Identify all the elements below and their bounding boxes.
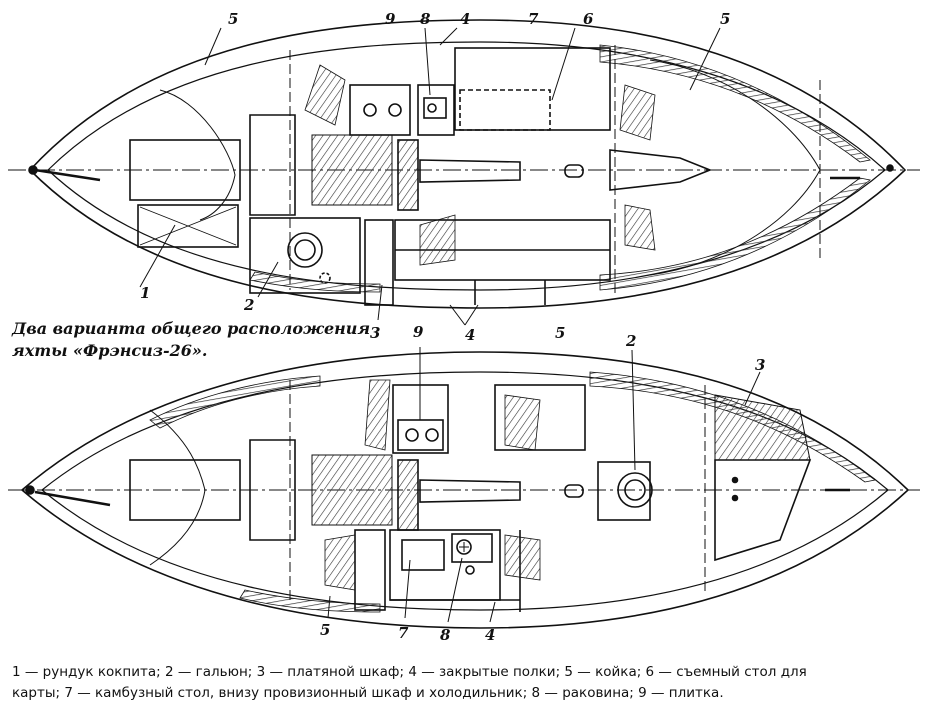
top-cockpit-locker <box>137 204 239 248</box>
caption-line-2: яхты «Фрэнсиз-26». <box>12 341 208 360</box>
top-callout-1: 1 <box>140 284 150 302</box>
bottom-callout-8: 8 <box>440 626 451 644</box>
top-sink <box>417 84 455 136</box>
top-deck-line <box>47 41 886 291</box>
bottom-companionway <box>311 454 393 526</box>
bottom-head <box>597 461 651 521</box>
bottom-hatch-upper-left <box>149 375 321 429</box>
top-callout-6: 6 <box>583 10 594 28</box>
bottom-callout-3: 3 <box>755 356 765 374</box>
figure-legend: 1 — рундук кокпита; 2 — гальюн; 3 — плат… <box>12 662 922 704</box>
caption-line-1: Два варианта общего расположения <box>12 319 371 338</box>
legend-line-1: 1 — рундук кокпита; 2 — гальюн; 3 — плат… <box>12 664 807 680</box>
bottom-hatch-upper <box>589 371 876 483</box>
top-hatch-lower <box>599 177 871 291</box>
bottom-sink <box>451 533 493 563</box>
top-chart-table <box>454 47 611 131</box>
figure-caption: Два варианта общего расположения яхты «Ф… <box>12 318 372 362</box>
legend-line-2: карты; 7 — камбузный стол, внизу провизи… <box>12 685 724 701</box>
bottom-callout-7: 7 <box>398 624 409 642</box>
top-callout-2: 2 <box>243 296 254 314</box>
bottom-callout-5: 5 <box>320 621 330 639</box>
top-callout-4: 4 <box>460 10 470 28</box>
top-callout-7: 7 <box>528 10 539 28</box>
top-hatch-upper <box>599 44 871 163</box>
top-callout-4-bottom: 4 <box>465 326 475 344</box>
bottom-saloon-table <box>419 479 521 503</box>
top-hull-outline <box>28 19 907 309</box>
top-saloon-table <box>419 159 521 183</box>
bottom-cockpit <box>129 459 241 521</box>
bottom-callout-4: 4 <box>485 626 495 644</box>
top-callout-5-right: 5 <box>720 10 730 28</box>
top-head <box>249 217 361 294</box>
top-companionway <box>311 134 393 206</box>
top-callout-3: 3 <box>370 324 380 342</box>
bottom-callout-9: 9 <box>413 323 424 341</box>
top-callout-8: 8 <box>420 10 431 28</box>
top-variant-plan <box>8 19 920 326</box>
bottom-variant-plan <box>8 347 920 629</box>
top-hatch-lower-left <box>249 271 381 293</box>
top-callout-5-left: 5 <box>228 10 238 28</box>
top-cockpit <box>129 139 241 201</box>
bottom-wardrobe <box>714 394 811 461</box>
bottom-hatch-lower-left <box>239 589 381 613</box>
top-callout-5-bottom: 5 <box>555 324 565 342</box>
yacht-plan-drawing: 5 9 8 4 7 6 5 1 2 3 4 5 9 2 3 5 7 8 4 <box>8 10 920 644</box>
bottom-callout-2: 2 <box>625 332 636 350</box>
top-callout-9: 9 <box>385 10 396 28</box>
